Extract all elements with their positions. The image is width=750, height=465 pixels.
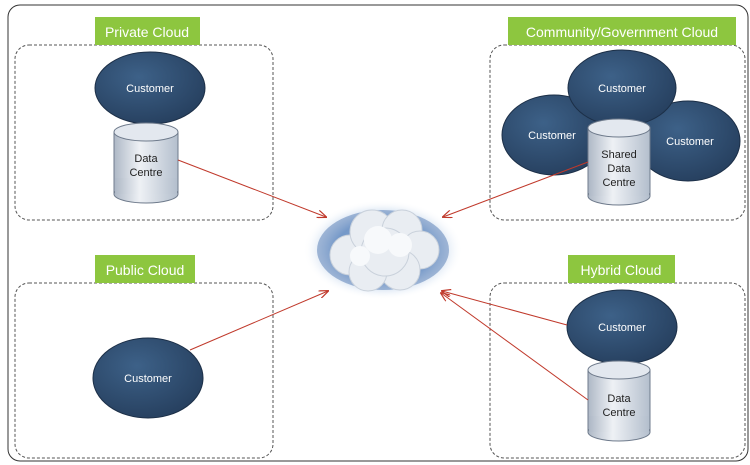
svg-text:Customer: Customer — [126, 83, 174, 95]
hybrid-datacentre-cylinder: Data Centre — [587, 360, 651, 442]
svg-text:Customer: Customer — [598, 83, 646, 95]
svg-text:Centre: Centre — [602, 177, 635, 189]
svg-text:Customer: Customer — [666, 136, 714, 148]
svg-text:Shared: Shared — [601, 149, 636, 161]
community-customer-right: Customer — [635, 100, 741, 182]
arrow-hybrid-customer-to-cloud — [442, 291, 568, 326]
private-customer-node: Customer — [94, 51, 206, 125]
hybrid-cloud-title: Hybrid Cloud — [568, 255, 675, 283]
svg-text:Centre: Centre — [129, 167, 162, 179]
arrow-community-to-cloud — [443, 161, 589, 217]
arrow-hybrid-datacentre-to-cloud — [441, 293, 589, 401]
svg-text:Customer: Customer — [528, 130, 576, 142]
community-shared-datacentre-cylinder: Shared Data Centre — [587, 118, 651, 206]
svg-text:Community/Government Cloud: Community/Government Cloud — [526, 24, 718, 40]
private-cloud-title: Private Cloud — [95, 17, 200, 45]
community-cloud-title: Community/Government Cloud — [508, 17, 736, 45]
svg-text:Customer: Customer — [598, 322, 646, 334]
svg-text:Centre: Centre — [602, 407, 635, 419]
public-customer-node: Customer — [92, 337, 204, 419]
arrow-public-to-cloud — [189, 291, 328, 351]
svg-text:Data: Data — [134, 153, 158, 165]
community-cloud-panel — [489, 44, 746, 221]
hybrid-customer-node: Customer — [566, 289, 678, 365]
hybrid-cloud-panel — [489, 282, 746, 459]
svg-text:Customer: Customer — [124, 373, 172, 385]
arrow-private-to-cloud — [177, 159, 326, 217]
svg-text:Data: Data — [607, 393, 631, 405]
public-cloud-title: Public Cloud — [95, 255, 195, 283]
svg-text:Private Cloud: Private Cloud — [105, 24, 189, 40]
connection-arrows — [177, 159, 589, 401]
outer-frame — [7, 4, 749, 462]
private-datacentre-cylinder: Data Centre — [113, 122, 179, 204]
svg-text:Public Cloud: Public Cloud — [106, 262, 185, 278]
svg-text:Hybrid Cloud: Hybrid Cloud — [581, 262, 662, 278]
community-customer-top: Customer — [567, 49, 677, 127]
svg-text:Data: Data — [607, 163, 631, 175]
central-cloud-icon — [303, 200, 463, 300]
